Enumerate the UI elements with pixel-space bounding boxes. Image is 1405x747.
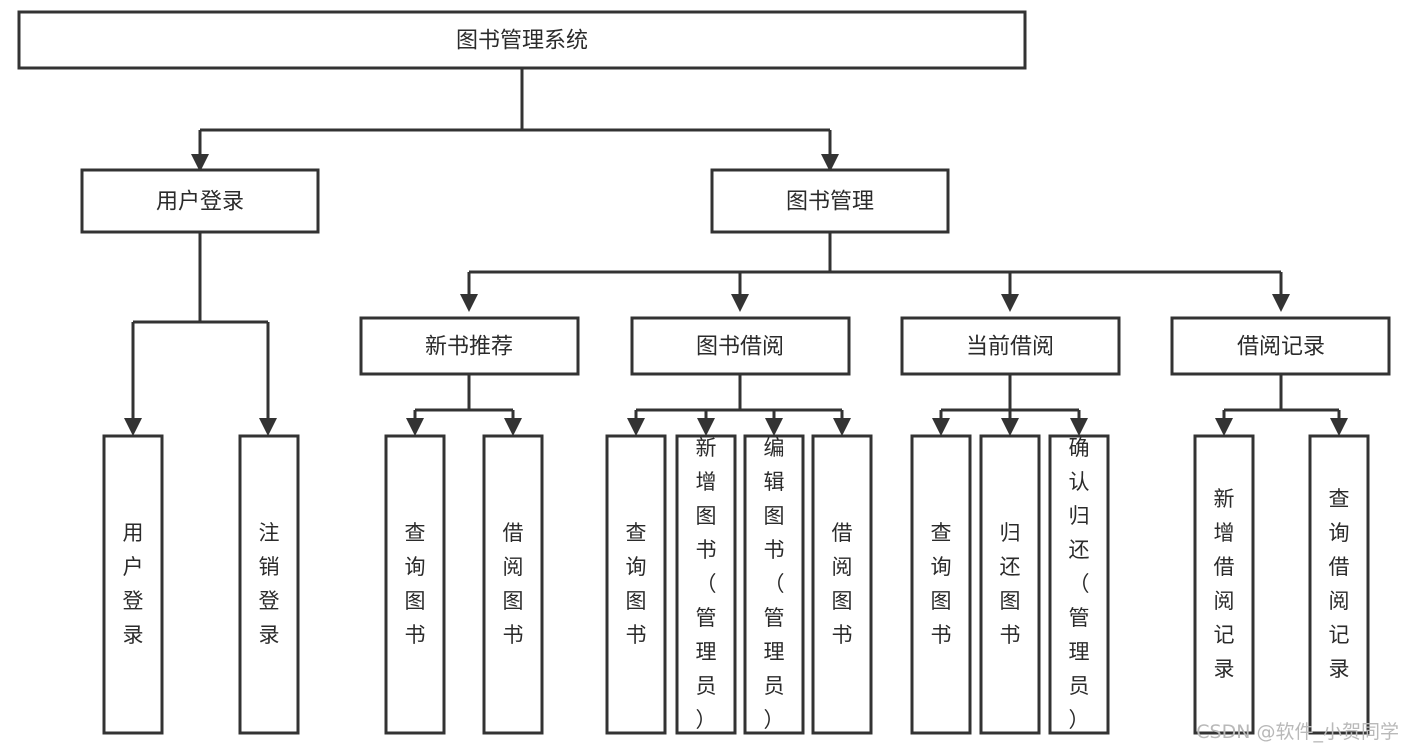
arrowhead-borrow-record-leaf-1 (1215, 418, 1233, 436)
arrowhead-user-login-leaf-1 (124, 418, 142, 436)
node-new-book-recommend[interactable]: 新书推荐 (359, 316, 580, 376)
arrowhead-current-borrow-leaf-3 (1070, 418, 1088, 436)
leaf-borrow-record-2-box (1308, 434, 1370, 735)
leaf-book-borrow-4-box (811, 434, 873, 735)
arrowhead-to-book-manage (821, 154, 839, 172)
connector-user-login-bus (131, 232, 270, 422)
connector-new-book-bus (413, 374, 515, 422)
csdn-watermark: CSDN @软件_小贺同学 (1196, 721, 1399, 743)
leaf-book-borrow-1[interactable]: 查询图书 (605, 434, 667, 735)
leaf-current-borrow-1-label: 查询图书 (931, 521, 952, 647)
leaf-current-borrow-3-box (1048, 434, 1110, 735)
leaf-new-book-2-label: 借阅图书 (503, 521, 524, 647)
arrowhead-new-book-leaf-2 (504, 418, 522, 436)
node-current-borrow[interactable]: 当前借阅 (900, 316, 1121, 376)
node-borrow-record-box (1170, 316, 1391, 376)
node-root-label: 图书管理系统 (456, 29, 588, 54)
leaf-user-login-1[interactable]: 用户登录 (102, 434, 164, 735)
node-new-book-recommend-box (359, 316, 580, 376)
leaf-new-book-1-label: 查询图书 (405, 521, 426, 647)
node-book-manage[interactable]: 图书管理 (710, 168, 950, 234)
leaf-borrow-record-1-box (1193, 434, 1255, 735)
node-new-book-recommend-label: 新书推荐 (425, 335, 513, 360)
node-current-borrow-box (900, 316, 1121, 376)
arrowhead-new-book-leaf-1 (406, 418, 424, 436)
node-current-borrow-label: 当前借阅 (966, 335, 1054, 360)
connector-root-bus (198, 68, 832, 157)
leaf-user-login-2-box (238, 434, 300, 735)
leaf-current-borrow-3[interactable]: 确认归还（管理员） (1048, 434, 1110, 735)
node-user-login[interactable]: 用户登录 (80, 168, 320, 234)
connector-book-borrow-bus (634, 374, 844, 422)
arrowhead-book-borrow-leaf-3 (765, 418, 783, 436)
leaf-book-borrow-4[interactable]: 借阅图书 (811, 434, 873, 735)
node-book-borrow-box (630, 316, 851, 376)
leaf-book-borrow-2-box (675, 434, 737, 735)
leaf-new-book-2-box (482, 434, 544, 735)
arrowhead-book-borrow-leaf-1 (627, 418, 645, 436)
leaf-borrow-record-2-label: 查询借阅记录 (1329, 487, 1350, 681)
leaf-current-borrow-3-label: 确认归还（管理员） (1069, 436, 1090, 732)
arrowhead-to-current-borrow (1001, 294, 1019, 312)
node-book-manage-label: 图书管理 (786, 190, 874, 215)
node-root-system[interactable]: 图书管理系统 (17, 10, 1027, 70)
leaf-current-borrow-2[interactable]: 归还图书 (979, 434, 1041, 735)
connector-layer (124, 68, 1348, 436)
leaf-new-book-2[interactable]: 借阅图书 (482, 434, 544, 735)
node-borrow-record[interactable]: 借阅记录 (1170, 316, 1391, 376)
leaf-book-borrow-2[interactable]: 新增图书（管理员） (675, 434, 737, 735)
leaf-current-borrow-1-box (910, 434, 972, 735)
leaf-borrow-record-2[interactable]: 查询借阅记录 (1308, 434, 1370, 735)
leaf-book-borrow-1-box (605, 434, 667, 735)
node-book-borrow-label: 图书借阅 (696, 335, 784, 360)
leaf-user-login-2-label: 注销登录 (259, 521, 280, 647)
leaf-book-borrow-2-label: 新增图书（管理员） (696, 436, 717, 732)
arrowhead-to-new-book (460, 294, 478, 312)
leaf-user-login-2[interactable]: 注销登录 (238, 434, 300, 735)
arrowhead-book-borrow-leaf-2 (697, 418, 715, 436)
arrowhead-to-borrow-record (1272, 294, 1290, 312)
node-user-login-label: 用户登录 (156, 190, 244, 215)
arrowhead-borrow-record-leaf-2 (1330, 418, 1348, 436)
leaf-user-login-1-label: 用户登录 (123, 521, 144, 647)
leaf-new-book-1[interactable]: 查询图书 (384, 434, 446, 735)
leaf-new-book-1-box (384, 434, 446, 735)
leaf-book-borrow-3-label: 编辑图书（管理员） (764, 436, 785, 732)
leaf-book-borrow-3-box (743, 434, 805, 735)
node-book-manage-box (710, 168, 950, 234)
connector-book-manage-bus (467, 232, 1283, 297)
node-book-borrow[interactable]: 图书借阅 (630, 316, 851, 376)
leaf-current-borrow-1[interactable]: 查询图书 (910, 434, 972, 735)
leaf-borrow-record-1-label: 新增借阅记录 (1214, 487, 1235, 681)
leaf-current-borrow-2-label: 归还图书 (1000, 521, 1021, 647)
leaf-book-borrow-3[interactable]: 编辑图书（管理员） (743, 434, 805, 735)
node-borrow-record-label: 借阅记录 (1237, 335, 1325, 360)
arrowhead-user-login-leaf-2 (259, 418, 277, 436)
leaf-current-borrow-2-box (979, 434, 1041, 735)
leaf-book-borrow-4-label: 借阅图书 (832, 521, 853, 647)
leaf-book-borrow-1-label: 查询图书 (626, 521, 647, 647)
arrowhead-current-borrow-leaf-2 (1001, 418, 1019, 436)
arrowhead-to-book-borrow (731, 294, 749, 312)
connector-borrow-record-bus (1222, 374, 1341, 422)
connector-current-borrow-bus (939, 374, 1081, 422)
arrowhead-current-borrow-leaf-1 (932, 418, 950, 436)
leaf-borrow-record-1[interactable]: 新增借阅记录 (1193, 434, 1255, 735)
arrowhead-to-user-login (191, 154, 209, 172)
node-user-login-box (80, 168, 320, 234)
arrowhead-book-borrow-leaf-4 (833, 418, 851, 436)
leaf-user-login-1-box (102, 434, 164, 735)
node-root-box (17, 10, 1027, 70)
